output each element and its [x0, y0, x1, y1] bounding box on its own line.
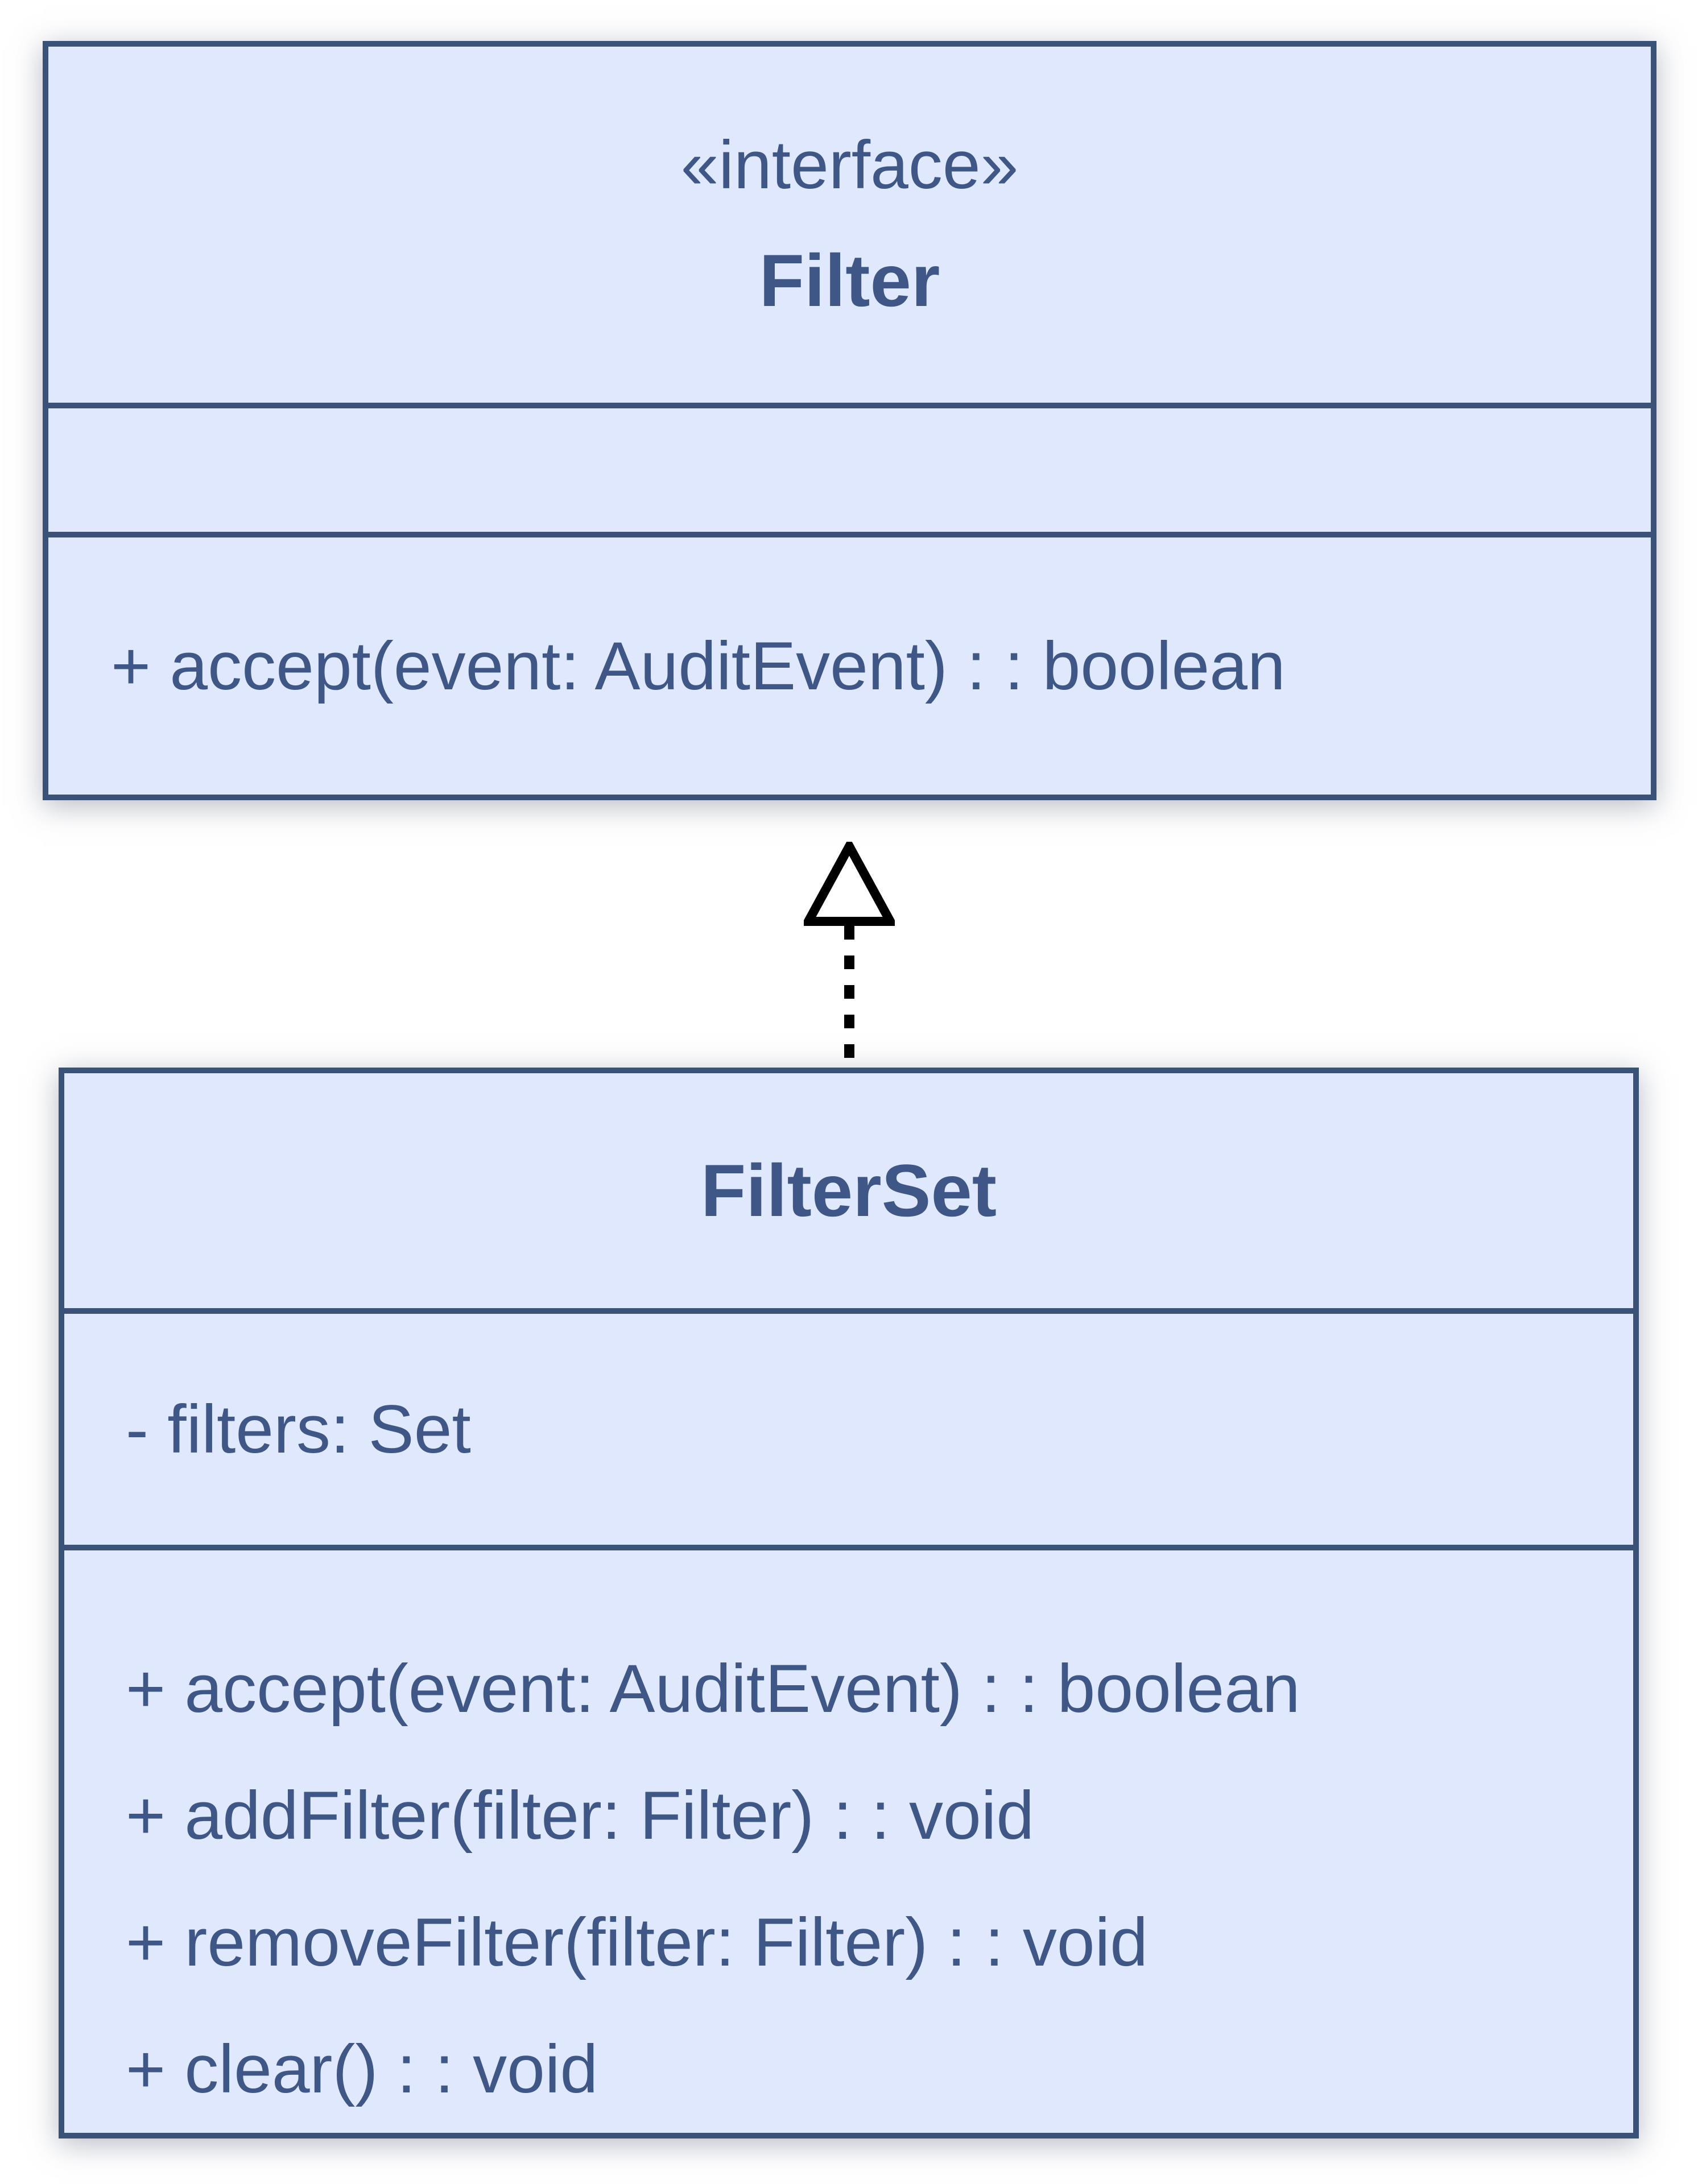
filterset-attribute-filters: - filters: Set	[126, 1391, 471, 1468]
filter-class-name: Filter	[759, 239, 940, 322]
filter-stereotype-label: «interface»	[680, 127, 1019, 203]
filterset-method-clear: + clear() : : void	[126, 2031, 598, 2107]
filterset-method-accept: + accept(event: AuditEvent) : : boolean	[126, 1651, 1300, 1727]
filterset-method-addfilter: + addFilter(filter: Filter) : : void	[126, 1777, 1035, 1854]
class-box-filterset: FilterSet - filters: Set + accept(event:…	[59, 1068, 1639, 2138]
filterset-class-name: FilterSet	[700, 1148, 997, 1232]
hollow-triangle-arrowhead	[804, 842, 895, 926]
realization-arrow	[804, 842, 895, 1069]
filter-method-accept: + accept(event: AuditEvent) : : boolean	[111, 628, 1286, 704]
filter-title-compartment: «interface» Filter	[48, 47, 1651, 403]
filter-attributes-compartment	[48, 403, 1651, 532]
class-box-filter: «interface» Filter + accept(event: Audit…	[43, 41, 1656, 800]
filterset-method-removefilter: + removeFilter(filter: Filter) : : void	[126, 1904, 1149, 1980]
filter-methods-compartment: + accept(event: AuditEvent) : : boolean	[48, 532, 1651, 795]
filterset-attributes-compartment: - filters: Set	[64, 1308, 1633, 1545]
filterset-methods-compartment: + accept(event: AuditEvent) : : boolean …	[64, 1545, 1633, 2133]
filterset-title-compartment: FilterSet	[64, 1073, 1633, 1308]
